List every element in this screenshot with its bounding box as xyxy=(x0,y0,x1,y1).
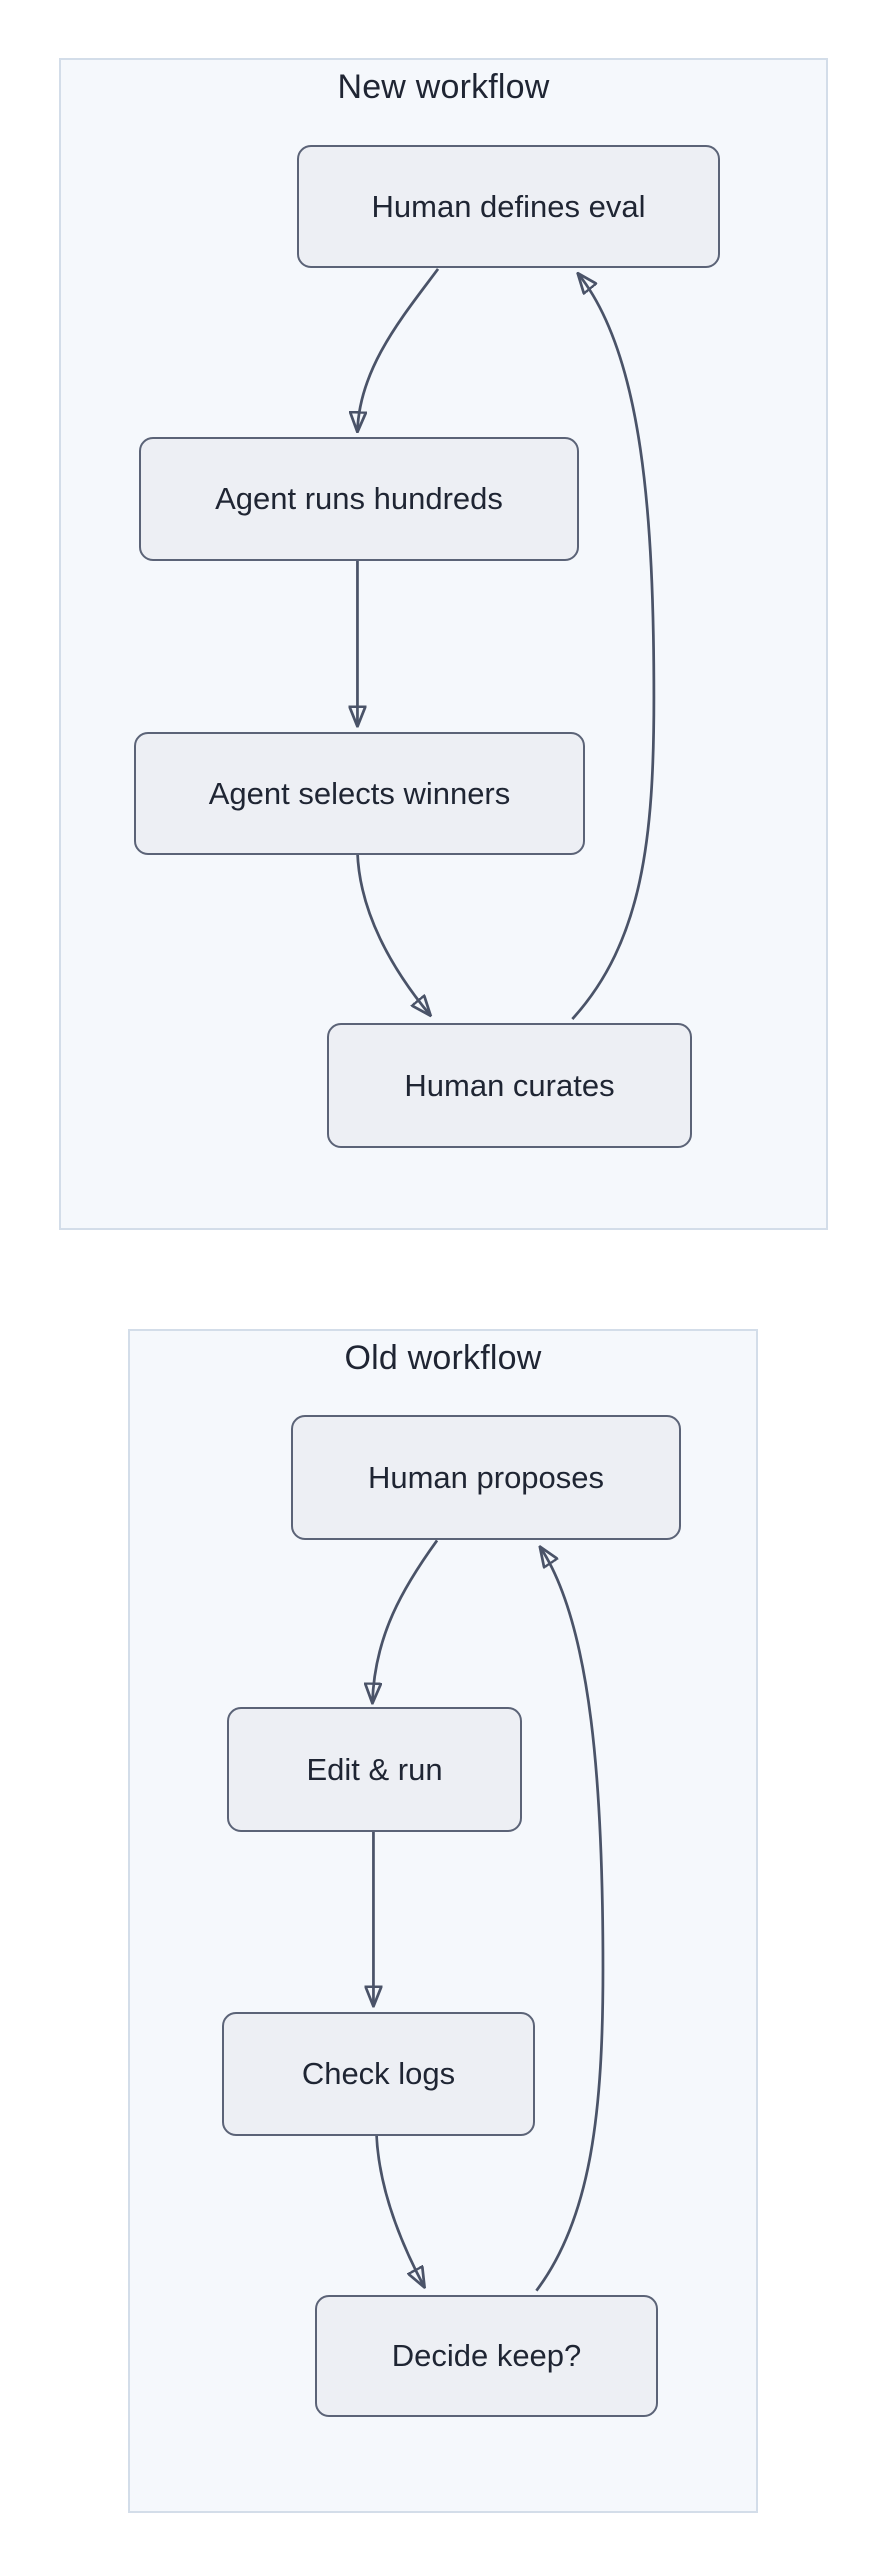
node-agent-runs-hundreds: Agent runs hundreds xyxy=(139,437,579,561)
edges-layer xyxy=(130,1539,605,2292)
edge-check-to-decide xyxy=(375,2132,424,2287)
node-human-defines-eval: Human defines eval xyxy=(297,145,720,268)
new-workflow-diagram: New workflow Human defines eval Agent ru… xyxy=(59,58,828,1230)
edge-selects-to-curates xyxy=(356,851,430,1015)
node-check-logs: Check logs xyxy=(222,2012,535,2136)
edge-proposes-to-edit xyxy=(372,1539,439,1702)
edge-decide-to-proposes xyxy=(535,1547,605,2292)
node-human-curates: Human curates xyxy=(327,1023,692,1148)
old-workflow-diagram: Old workflow Human proposes Edit & run C… xyxy=(128,1329,758,2513)
edges-layer xyxy=(61,268,656,1020)
edge-defines-to-runs xyxy=(357,268,440,431)
node-agent-selects-winners: Agent selects winners xyxy=(134,732,585,855)
node-decide-keep: Decide keep? xyxy=(315,2295,658,2417)
diagram-title: New workflow xyxy=(337,68,550,106)
edge-curates-to-defines xyxy=(571,274,656,1020)
node-human-proposes: Human proposes xyxy=(291,1415,681,1540)
node-edit-and-run: Edit & run xyxy=(227,1707,522,1832)
diagram-title: Old workflow xyxy=(344,1339,542,1377)
